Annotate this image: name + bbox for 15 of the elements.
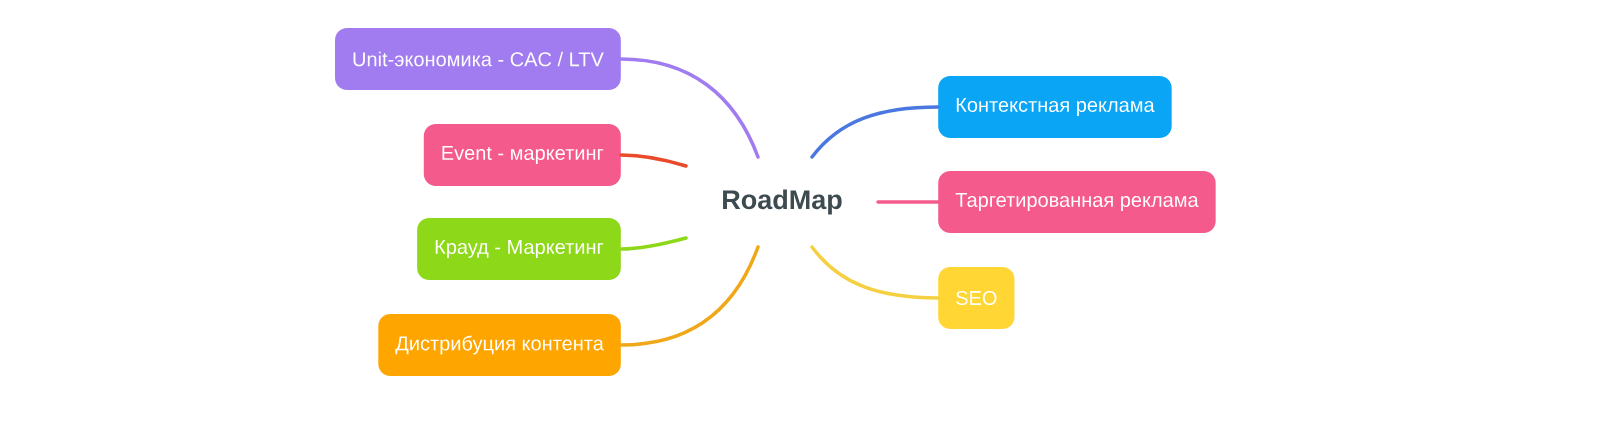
branch-line xyxy=(876,200,940,204)
topic-box: Дистрибуция контента xyxy=(378,314,621,376)
branch-line xyxy=(619,153,688,168)
topic-box: SEO xyxy=(938,267,1015,329)
topic-box: Таргетированная реклама xyxy=(938,171,1216,233)
topic-box: Unit-экономика - CAC / LTV xyxy=(335,28,621,90)
topic-box: Event - маркетинг xyxy=(423,124,621,186)
branch-line xyxy=(619,245,760,347)
title-text: RoadMap xyxy=(723,189,842,215)
topic-box: Крауд - Маркетинг xyxy=(417,218,621,280)
branch-line xyxy=(810,245,940,300)
branch-line xyxy=(619,236,688,251)
branch-line xyxy=(810,105,940,159)
topic-box: Контекстная реклама xyxy=(938,76,1172,138)
branch-line xyxy=(619,57,760,159)
